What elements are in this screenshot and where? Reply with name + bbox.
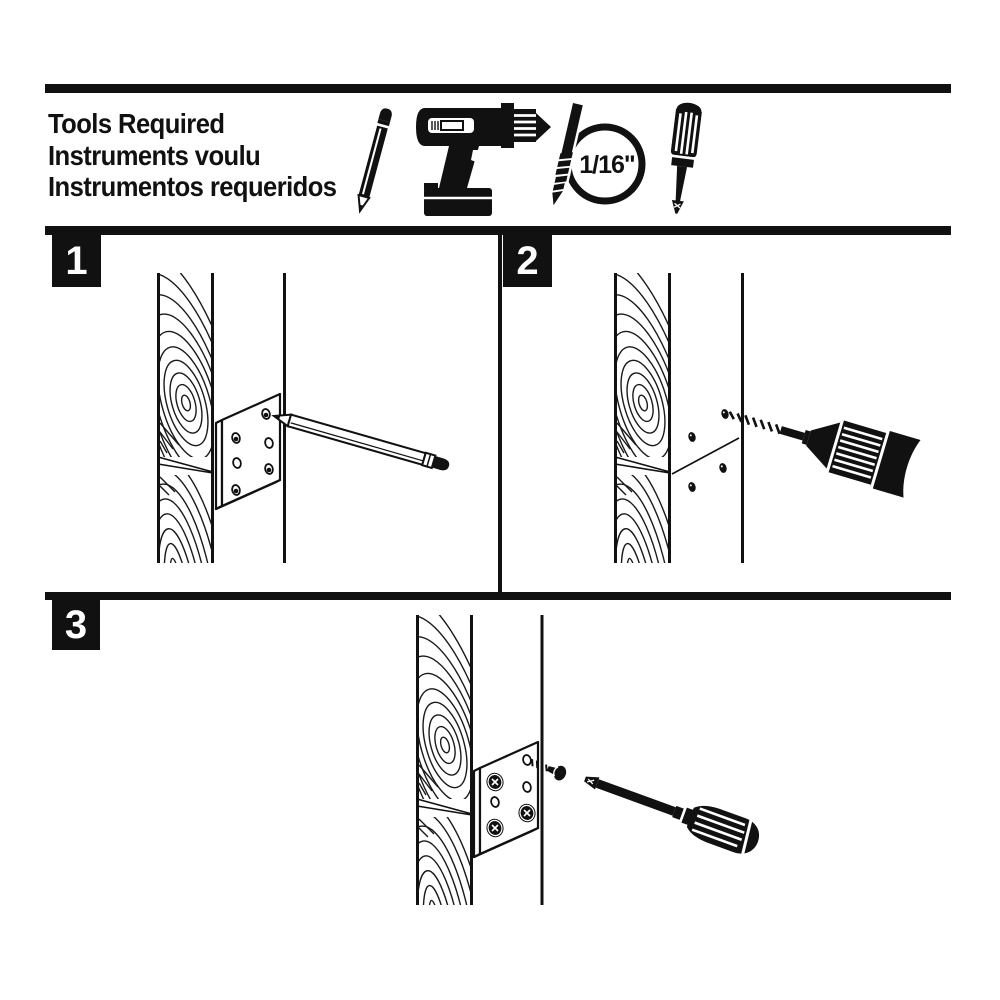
middle-rule (45, 226, 951, 235)
step-panels-divider (498, 235, 502, 592)
screwdriver (584, 776, 760, 856)
lower-rule (45, 592, 951, 600)
wood-post (550, 237, 735, 762)
step-2-number: 2 (516, 238, 539, 283)
screw (531, 759, 567, 781)
joint-seam-line (671, 437, 740, 475)
drill-bit-icon: 1/16" (549, 102, 646, 213)
tools-title-spanish: Instrumentos requeridos (48, 171, 337, 202)
pencil-icon (357, 108, 392, 214)
wood-post (93, 237, 278, 762)
step-2-number-badge: 2 (503, 235, 552, 287)
step-3-illustration (352, 579, 760, 1000)
step-2-illustration (550, 237, 921, 762)
bit-size-label: 1/16" (579, 151, 635, 179)
tools-title-french: Instruments voulu (48, 139, 261, 171)
mending-plate (214, 392, 282, 511)
pilot-marks (687, 408, 730, 493)
mending-plate (472, 740, 540, 859)
step-1-number: 1 (65, 238, 88, 283)
step-1-illustration (93, 237, 450, 762)
step-1-number-badge: 1 (52, 235, 101, 287)
drill (728, 411, 921, 498)
top-rule (45, 84, 951, 93)
step-3-number-badge: 3 (52, 600, 100, 650)
step-3-number: 3 (64, 602, 88, 647)
phillips-screwdriver-icon (669, 102, 702, 214)
cordless-drill-icon (416, 103, 551, 216)
tools-required-title: Tools Required Instruments voulu Instrum… (48, 108, 337, 203)
tools-title-english: Tools Required (48, 108, 225, 139)
pencil (271, 413, 450, 471)
